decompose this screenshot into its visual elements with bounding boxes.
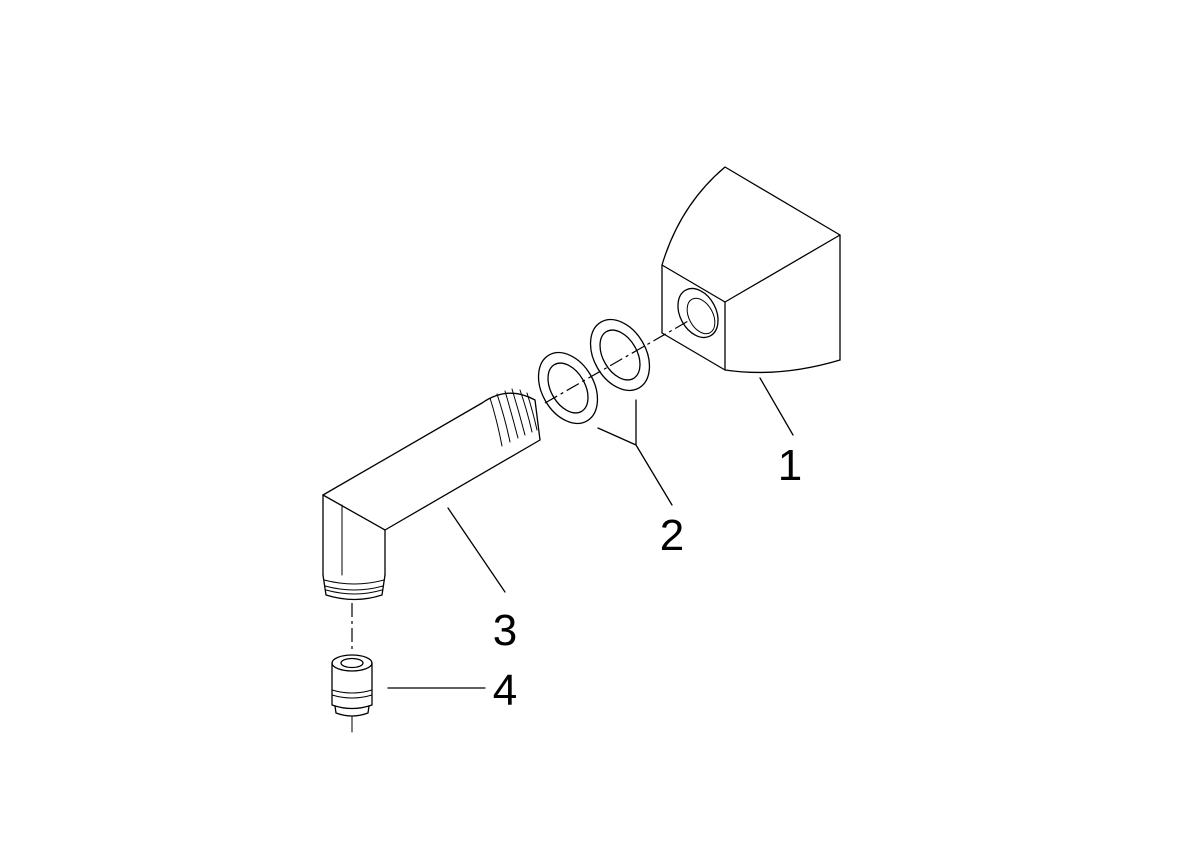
seal-rings-part — [537, 318, 651, 425]
wall-bracket-part — [661, 166, 841, 374]
callout-label-2: 2 — [660, 511, 684, 560]
elbow-pipe-part — [322, 388, 541, 601]
leader-lines — [387, 377, 794, 689]
callout-label-4: 4 — [493, 666, 517, 715]
callout-label-3: 3 — [493, 606, 517, 655]
connector-nipple-part — [331, 654, 373, 717]
callout-label-1: 1 — [778, 441, 802, 490]
center-axis-lines — [351, 319, 691, 733]
